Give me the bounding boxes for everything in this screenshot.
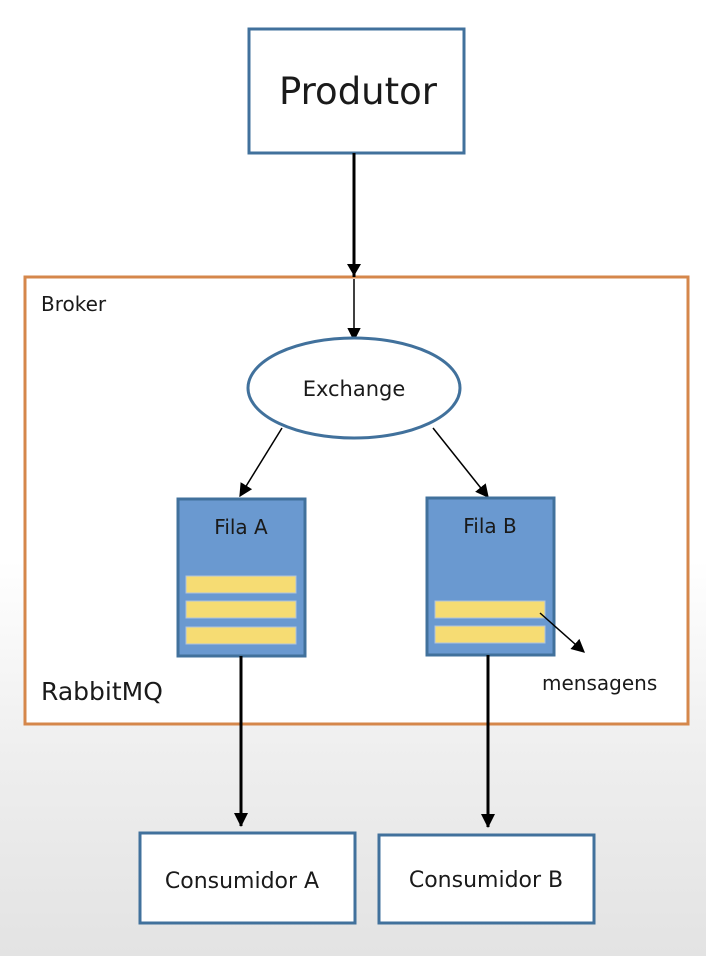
consumer-b-arrowhead: [481, 814, 495, 828]
exchange-node: Exchange: [246, 336, 462, 440]
exchange-to-queue-b-arrow: [432, 427, 489, 499]
exchange-label: Exchange: [303, 377, 406, 401]
consumer-b-label: Consumidor B: [409, 868, 563, 893]
message-bar: [185, 600, 297, 619]
messages-callout-arrow: [539, 612, 586, 653]
broker-label: Broker: [41, 292, 107, 316]
message-bar: [434, 625, 546, 644]
consumer-b-node: Consumidor B: [377, 833, 596, 925]
message-bar: [434, 600, 546, 619]
message-bar: [185, 626, 297, 645]
queue-b: Fila B: [425, 496, 556, 657]
message-bar: [185, 575, 297, 594]
consumer-a-label: Consumidor A: [165, 869, 319, 894]
producer-arrowhead: [347, 264, 361, 276]
exchange-to-queue-a-arrow: [239, 427, 283, 498]
producer-label: Produtor: [279, 70, 438, 113]
queue-b-label: Fila B: [463, 514, 517, 538]
producer-node: Produtor: [247, 27, 466, 155]
queue-a: Fila A: [176, 497, 307, 658]
rabbitmq-label: RabbitMQ: [41, 677, 163, 706]
queue-a-label: Fila A: [214, 515, 268, 539]
messages-callout-label: mensagens: [542, 671, 657, 695]
consumer-a-node: Consumidor A: [138, 831, 357, 925]
consumer-a-arrowhead: [234, 813, 248, 827]
